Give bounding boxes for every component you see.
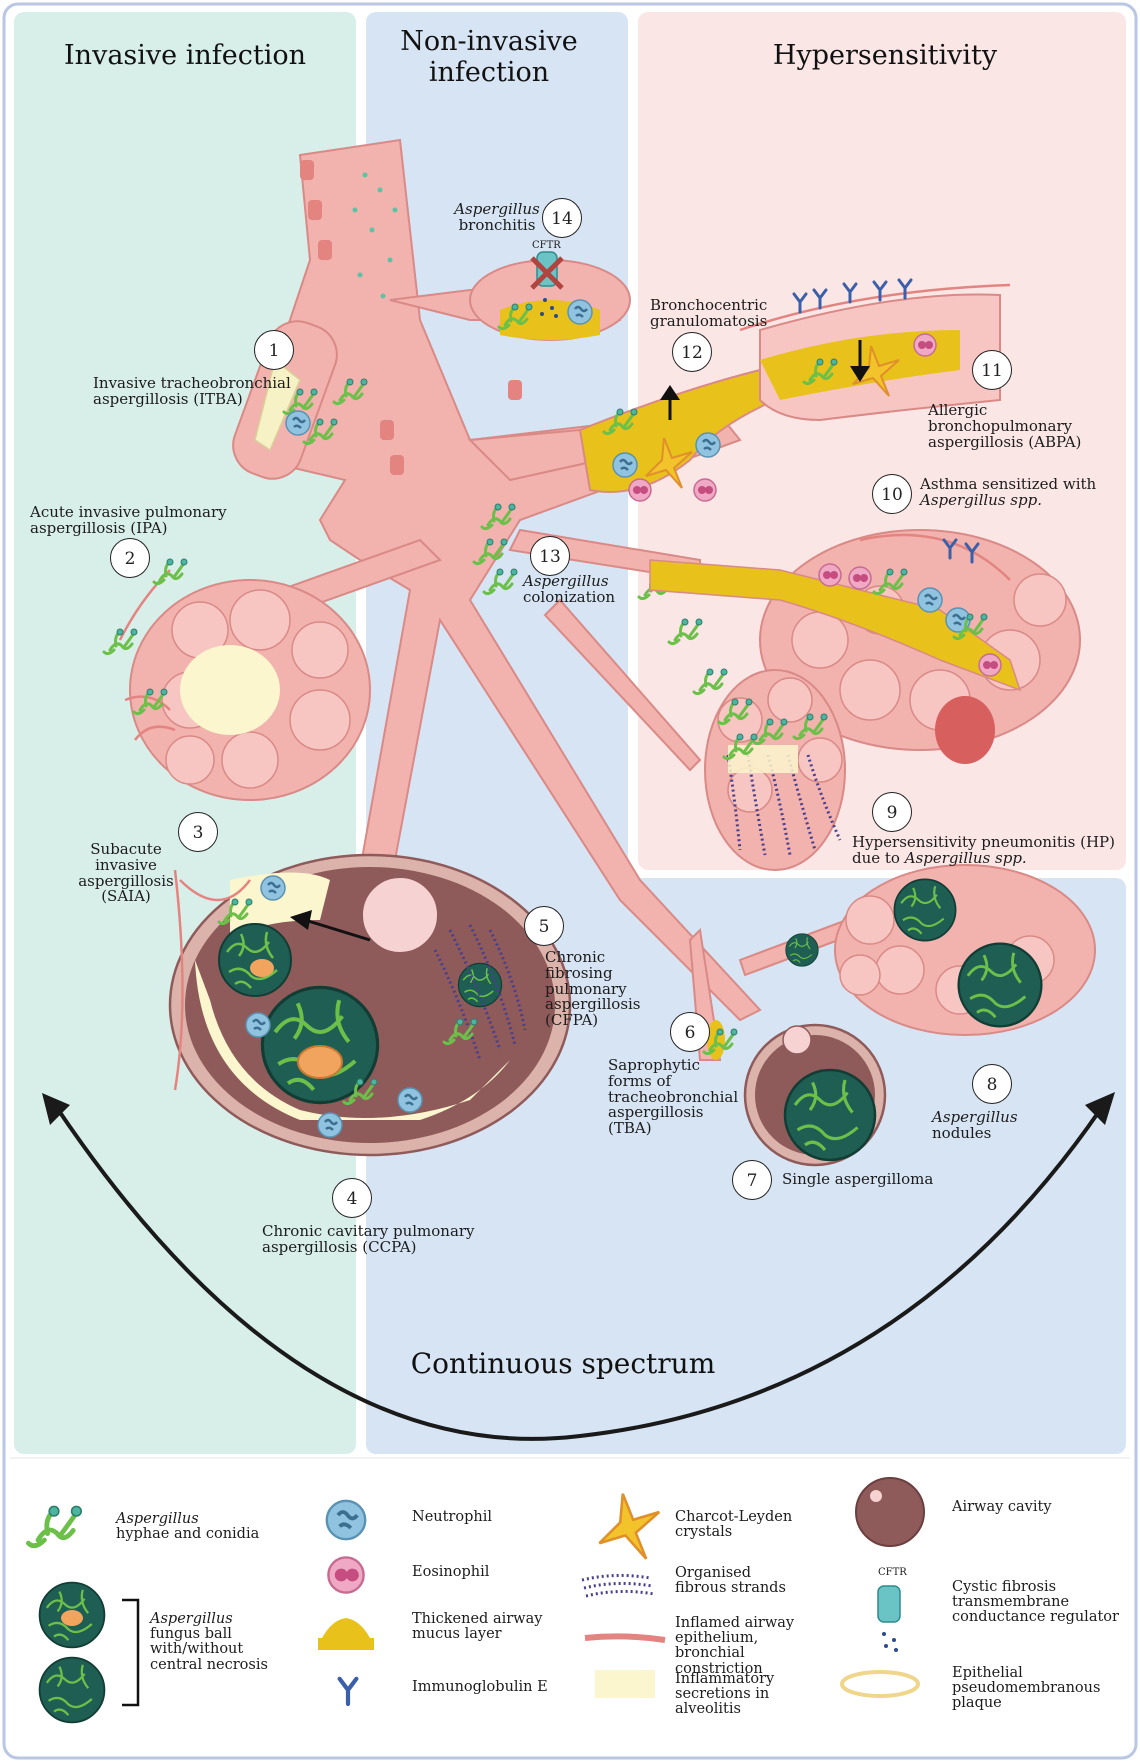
- legend-cftr-icon-label: CFTR: [878, 1568, 907, 1579]
- legend-charcot: Charcot-Leyden crystals: [675, 1510, 805, 1540]
- legend-cftr: Cystic fibrosis transmembrane conductanc…: [952, 1580, 1122, 1626]
- label-nodules: Aspergillus nodules: [932, 1110, 1072, 1142]
- badge-11: 11: [972, 350, 1012, 390]
- badge-6: 6: [670, 1012, 710, 1052]
- badge-7: 7: [732, 1160, 772, 1200]
- aspergilloma-illustration: [745, 1025, 885, 1165]
- badge-3: 3: [178, 812, 218, 852]
- badge-8: 8: [972, 1064, 1012, 1104]
- label-colonization: Aspergillus colonization: [523, 574, 643, 606]
- badge-14: 14: [542, 198, 582, 238]
- label-itba: Invasive tracheobronchial aspergillosis …: [93, 376, 293, 408]
- label-saia: Subacute invasive aspergillosis (SAIA): [76, 842, 176, 905]
- label-ipa: Acute invasive pulmonary aspergillosis (…: [30, 505, 230, 537]
- legend-fibrous: Organised fibrous strands: [675, 1566, 805, 1596]
- legend-inflamed: Inflamed airway epithelium, bronchial co…: [675, 1616, 825, 1677]
- legend-mucus: Thickened airway mucus layer: [412, 1612, 552, 1642]
- label-bronchitis: Aspergillus bronchitis: [452, 202, 542, 234]
- badge-9: 9: [872, 792, 912, 832]
- label-tba: Saprophytic forms of tracheobronchial as…: [608, 1058, 733, 1137]
- label-hp: Hypersensitivity pneumonitis (HP) due to…: [852, 835, 1132, 867]
- legend-cavity: Airway cavity: [952, 1500, 1052, 1515]
- badge-2: 2: [110, 538, 150, 578]
- badge-5: 5: [524, 906, 564, 946]
- legend-plaque: Epithelial pseudomembranous plaque: [952, 1666, 1102, 1712]
- label-bronchocentric: Bronchocentric granulomatosis: [650, 298, 790, 330]
- header-hypersensitivity: Hypersensitivity: [650, 40, 1120, 71]
- label-cfpa: Chronic fibrosing pulmonary aspergillosi…: [545, 950, 640, 1029]
- badge-13: 13: [530, 536, 570, 576]
- label-asthma: Asthma sensitized with Aspergillus spp.: [920, 477, 1120, 509]
- label-abpa: Allergic bronchopulmonary aspergillosis …: [928, 403, 1128, 450]
- header-noninvasive: Non-invasive infection: [368, 26, 610, 88]
- badge-1: 1: [254, 330, 294, 370]
- badge-12: 12: [672, 332, 712, 372]
- label-continuous-spectrum: Continuous spectrum: [300, 1347, 826, 1380]
- cavity-illustration: [170, 855, 570, 1155]
- badge-10: 10: [872, 474, 912, 514]
- label-ccpa: Chronic cavitary pulmonary aspergillosis…: [262, 1224, 482, 1256]
- cftr-label: CFTR: [532, 241, 561, 252]
- header-invasive: Invasive infection: [20, 40, 350, 71]
- legend-eosinophil: Eosinophil: [412, 1565, 489, 1580]
- legend-ige: Immunoglobulin E: [412, 1680, 548, 1695]
- label-aspergilloma: Single aspergilloma: [782, 1172, 952, 1188]
- legend-neutrophil: Neutrophil: [412, 1510, 492, 1525]
- badge-4: 4: [332, 1178, 372, 1218]
- legend-secretions: Inflammatory secretions in alveolitis: [675, 1672, 825, 1718]
